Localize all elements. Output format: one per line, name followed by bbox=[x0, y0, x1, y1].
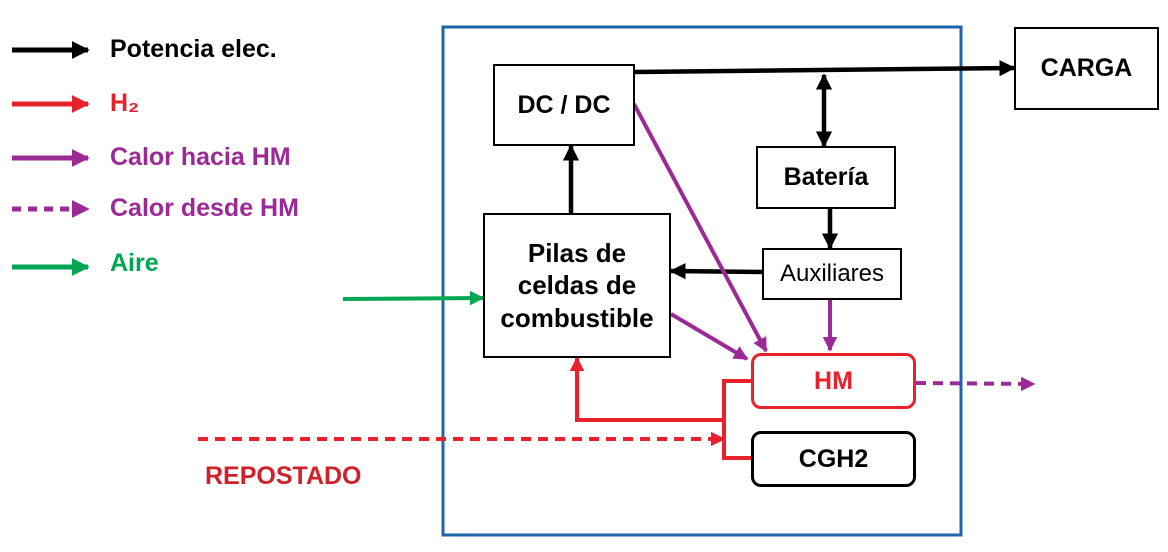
legend-arrows bbox=[12, 41, 90, 276]
dcdc-converter-block: DC / DC bbox=[493, 64, 635, 146]
hm-block: HM bbox=[751, 353, 916, 409]
battery-block: Batería bbox=[756, 146, 896, 209]
dcdc-to-load-arrow bbox=[632, 60, 1016, 77]
legend-power-label: Potencia elec. bbox=[110, 35, 277, 63]
air-in-arrow bbox=[342, 290, 485, 306]
fuel-cell-stack-block: Pilas de celdas de combustible bbox=[483, 213, 671, 358]
legend-h2-label: H₂ bbox=[110, 89, 140, 117]
hm-heat-out-arrow bbox=[915, 376, 1036, 392]
auxiliaries-block: Auxiliares bbox=[762, 248, 902, 300]
legend-heat-to-hm-label: Calor hacia HM bbox=[110, 143, 291, 171]
dcdc-heat-to-hm-arrow bbox=[632, 103, 768, 353]
system-boundary bbox=[441, 25, 963, 537]
aux-to-stack-arrow bbox=[669, 263, 763, 280]
legend-air-label: Aire bbox=[110, 249, 159, 277]
legend-heat-from-hm-label: Calor desde HM bbox=[110, 194, 299, 222]
load-block: CARGA bbox=[1014, 27, 1159, 110]
h2-storage-to-stack-line bbox=[722, 379, 751, 460]
h2-to-stack-arrow bbox=[569, 356, 724, 422]
stack-heat-to-hm-arrow bbox=[669, 312, 749, 361]
cgh2-block: CGH2 bbox=[751, 431, 916, 487]
refueling-label: REPOSTADO bbox=[205, 462, 362, 490]
